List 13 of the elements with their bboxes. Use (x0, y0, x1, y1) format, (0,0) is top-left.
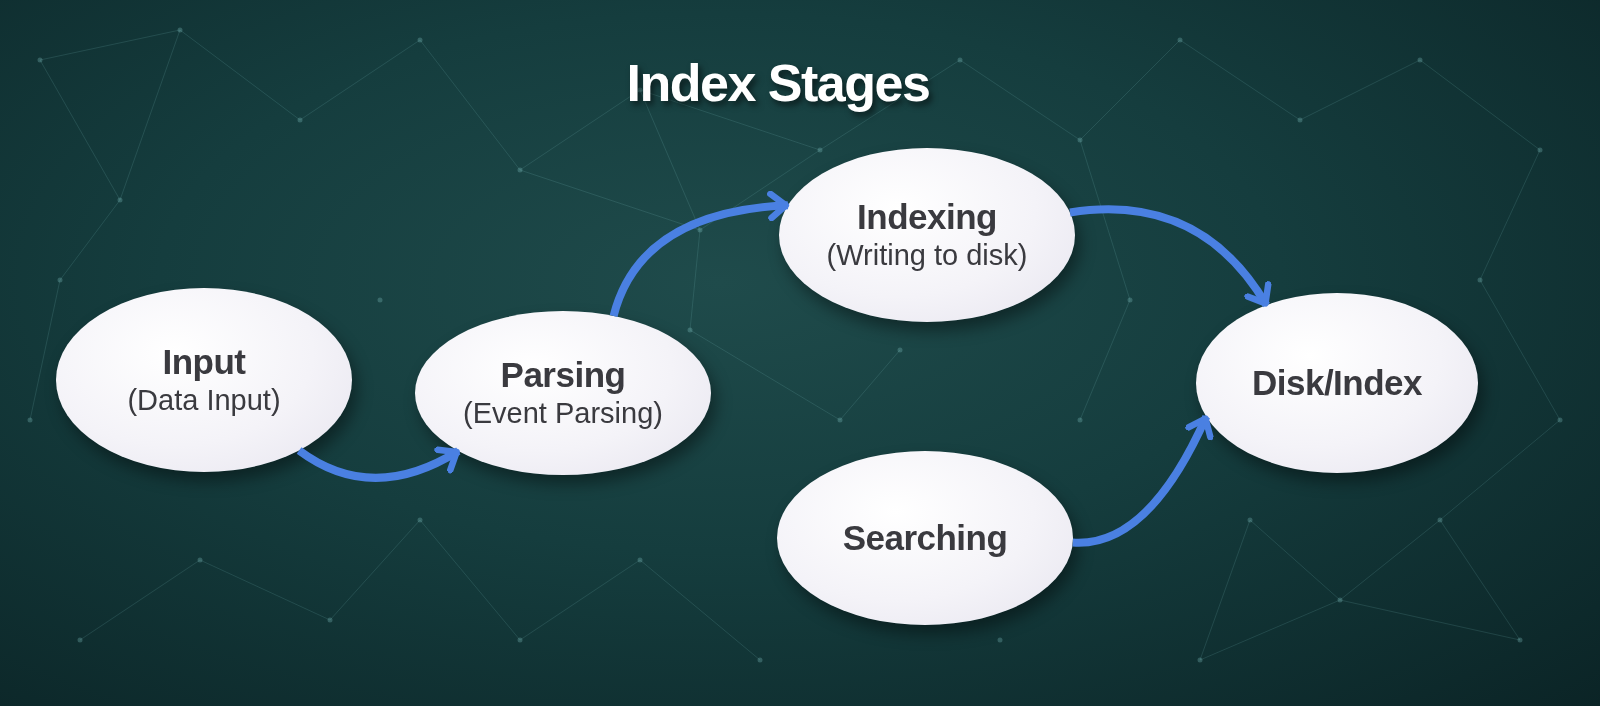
curved-arrow (609, 191, 790, 318)
stage-title: Indexing (857, 198, 997, 237)
stage-subtitle: (Event Parsing) (463, 396, 663, 430)
stage-subtitle: (Writing to disk) (826, 238, 1028, 272)
curved-arrow (1069, 205, 1271, 308)
stage-title: Parsing (500, 356, 626, 395)
stage-title: Disk/Index (1251, 363, 1423, 403)
curved-arrow (296, 445, 461, 482)
curved-arrow (1072, 415, 1214, 547)
stage-title: Searching (842, 518, 1008, 558)
stage-title: Input (162, 343, 246, 382)
diagram-title: Index Stages (626, 56, 930, 111)
stage-subtitle: (Data Input) (127, 383, 281, 417)
